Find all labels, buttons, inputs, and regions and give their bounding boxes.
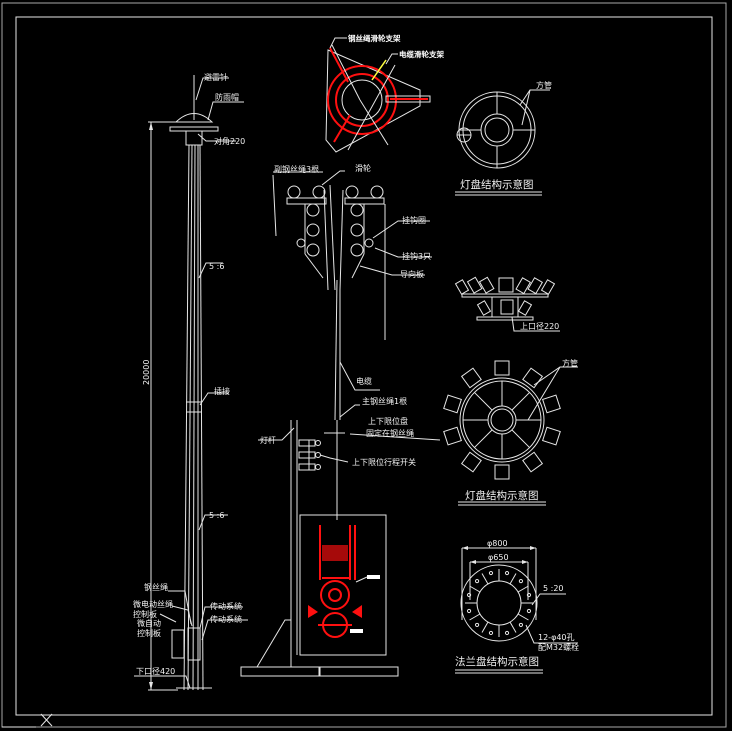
label-taper-lower: 5 :6 [209, 511, 224, 520]
label-lightning-rod: 避雷针 [204, 72, 228, 82]
rain-cap [174, 113, 214, 123]
label-bolt-holes: 12-φ40孔 [538, 633, 575, 642]
inner-border [15, 16, 713, 716]
base-foundation [240, 420, 399, 677]
label-bottom-diameter: 下口径420 [136, 666, 175, 676]
lamp-head [522, 451, 544, 473]
label-inner-diameter: φ650 [488, 553, 509, 562]
label-top-diameter-220: 上口径220 [520, 321, 559, 331]
label-micro-motor: 微电动丝绳 [133, 599, 173, 609]
lamp-panel-1-diagram [455, 89, 550, 196]
label-cable-pulley-bracket: 电缆滑轮支架 [399, 49, 444, 59]
label-hooks: 挂钩3只 [402, 251, 431, 261]
label-steel-wire: 钢丝绳 [144, 582, 168, 592]
bolt-hole [504, 630, 510, 636]
control-box [171, 629, 185, 659]
panel-spoke [511, 429, 530, 448]
bolt-hole [474, 622, 480, 628]
lamp-head [460, 367, 482, 389]
bolt-hole [526, 608, 532, 614]
label-pulley: 滑轮 [355, 163, 371, 173]
lamp-panel-2-diagram [443, 360, 578, 506]
transmission-box [187, 627, 201, 661]
label-control-board-2: 控制板 [137, 628, 161, 638]
top-view-bracket [325, 37, 431, 153]
label-micro-motor-2: 微自动 [137, 618, 161, 628]
bolt-hole [474, 578, 480, 584]
label-fixed-on-wire: 固定在钢丝绳 [366, 428, 414, 438]
winch-assembly [299, 514, 387, 656]
flange-rib [469, 585, 481, 593]
label-transmission-2: 传动系统 [210, 614, 242, 624]
caption-lamp-panel-1: 灯盘结构示意图 [460, 178, 534, 191]
bolt-hole [504, 570, 510, 576]
bolt-hole [518, 622, 524, 628]
label-rain-cap: 防雨帽 [215, 92, 239, 102]
bolt-hole [488, 630, 494, 636]
label-limit-plate: 上下限位盘 [368, 416, 408, 426]
pole-elevation [134, 75, 248, 691]
caption-flange: 法兰盘结构示意图 [455, 655, 539, 668]
label-guide-plate: 导向板 [400, 269, 424, 279]
lamp-head [542, 394, 561, 414]
flange-rib [509, 621, 517, 633]
label-taper-upper: 5 :6 [209, 262, 224, 271]
label-square-pipe-1: 方管 [536, 80, 552, 90]
lamp-head [443, 394, 462, 414]
label-joint: 插接 [214, 386, 230, 396]
label-cable: 电缆 [356, 376, 372, 386]
label-square-pipe-2: 方管 [562, 358, 578, 368]
lamp-head [542, 426, 561, 446]
label-transmission-1: 传动系统 [210, 601, 242, 611]
ucs-cross-icon [40, 713, 53, 727]
lamp-panel-side-view [454, 276, 560, 332]
bolt-hole [488, 570, 494, 576]
flange-rib [469, 613, 481, 621]
flange-rib [517, 585, 529, 593]
flange-diagram [460, 546, 578, 644]
limit-switch-assembly [258, 361, 441, 655]
label-top-diameter: 对角220 [214, 136, 245, 146]
label-control-board-1: 控制板 [133, 609, 157, 619]
flange-rib [509, 573, 517, 585]
bolt-hole [518, 578, 524, 584]
bolt-hole [466, 592, 472, 598]
panel-spoke [474, 392, 493, 411]
label-limit-switch: 上下限位行程开关 [352, 457, 416, 467]
lamp-head [460, 451, 482, 473]
caption-lamp-panel-2: 灯盘结构示意图 [465, 489, 539, 502]
flange-rib [481, 573, 489, 585]
panel-spoke [511, 392, 530, 411]
lamp-head [443, 426, 462, 446]
bolt-hole [466, 608, 472, 614]
label-hook-ring: 挂钩圈 [402, 215, 426, 225]
lamp-head [494, 360, 510, 376]
label-secondary-wire: 副钢丝绳3根 [274, 164, 319, 174]
label-outer-diameter: φ800 [487, 539, 508, 548]
label-total-height: 20000 [142, 360, 151, 385]
pulley-assembly [272, 170, 432, 520]
label-wire-pulley-bracket: 钢丝绳滑轮支架 [348, 33, 401, 43]
label-flange-taper: 5 :20 [543, 584, 564, 593]
flange-rib [481, 621, 489, 633]
lamp-head [494, 464, 510, 480]
label-main-wire: 主钢丝绳1根 [362, 396, 407, 406]
bolt-hole [526, 592, 532, 598]
flange-rib [517, 613, 529, 621]
panel-spoke [474, 429, 493, 448]
label-bolts: 配M32螺栓 [538, 642, 579, 652]
label-light-pole: 灯杆 [260, 435, 276, 445]
